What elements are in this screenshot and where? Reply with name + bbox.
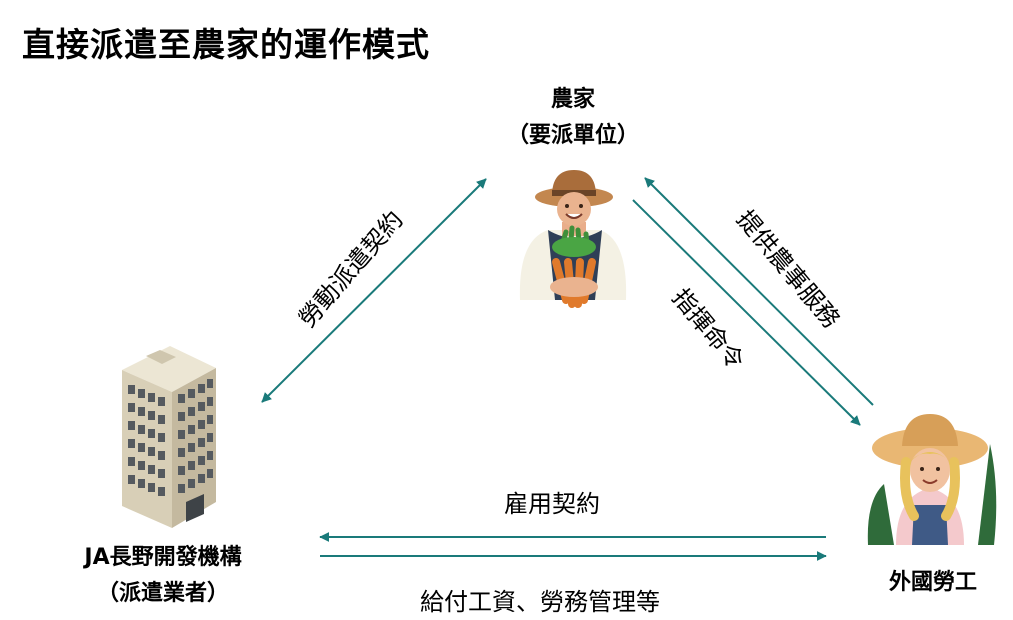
worker-name: 外國勞工 [888, 570, 977, 595]
edge-label-wages: 給付工資、勞務管理等 [420, 588, 660, 616]
arrow-worker-farmer [644, 177, 874, 406]
building-illustration [122, 346, 216, 528]
arrow-farmer-worker [632, 199, 861, 426]
worker-illustration [867, 414, 997, 545]
arrow-agency-farmer [261, 178, 487, 403]
worker-label: 外國勞工 [858, 565, 1008, 601]
edge-label-employment: 雇用契約 [504, 490, 600, 518]
farmer-illustration [519, 170, 627, 308]
farmer-role: （要派單位） [506, 123, 639, 148]
farmer-name: 農家 [550, 87, 595, 112]
agency-label: JA長野開發機構 （派遣業者） [38, 540, 288, 612]
farmer-label: 農家 （要派單位） [488, 82, 658, 154]
page-title: 直接派遣至農家的運作模式 [22, 25, 430, 64]
agency-name: JA長野開發機構 [84, 545, 242, 570]
agency-role: （派遣業者） [96, 581, 229, 606]
